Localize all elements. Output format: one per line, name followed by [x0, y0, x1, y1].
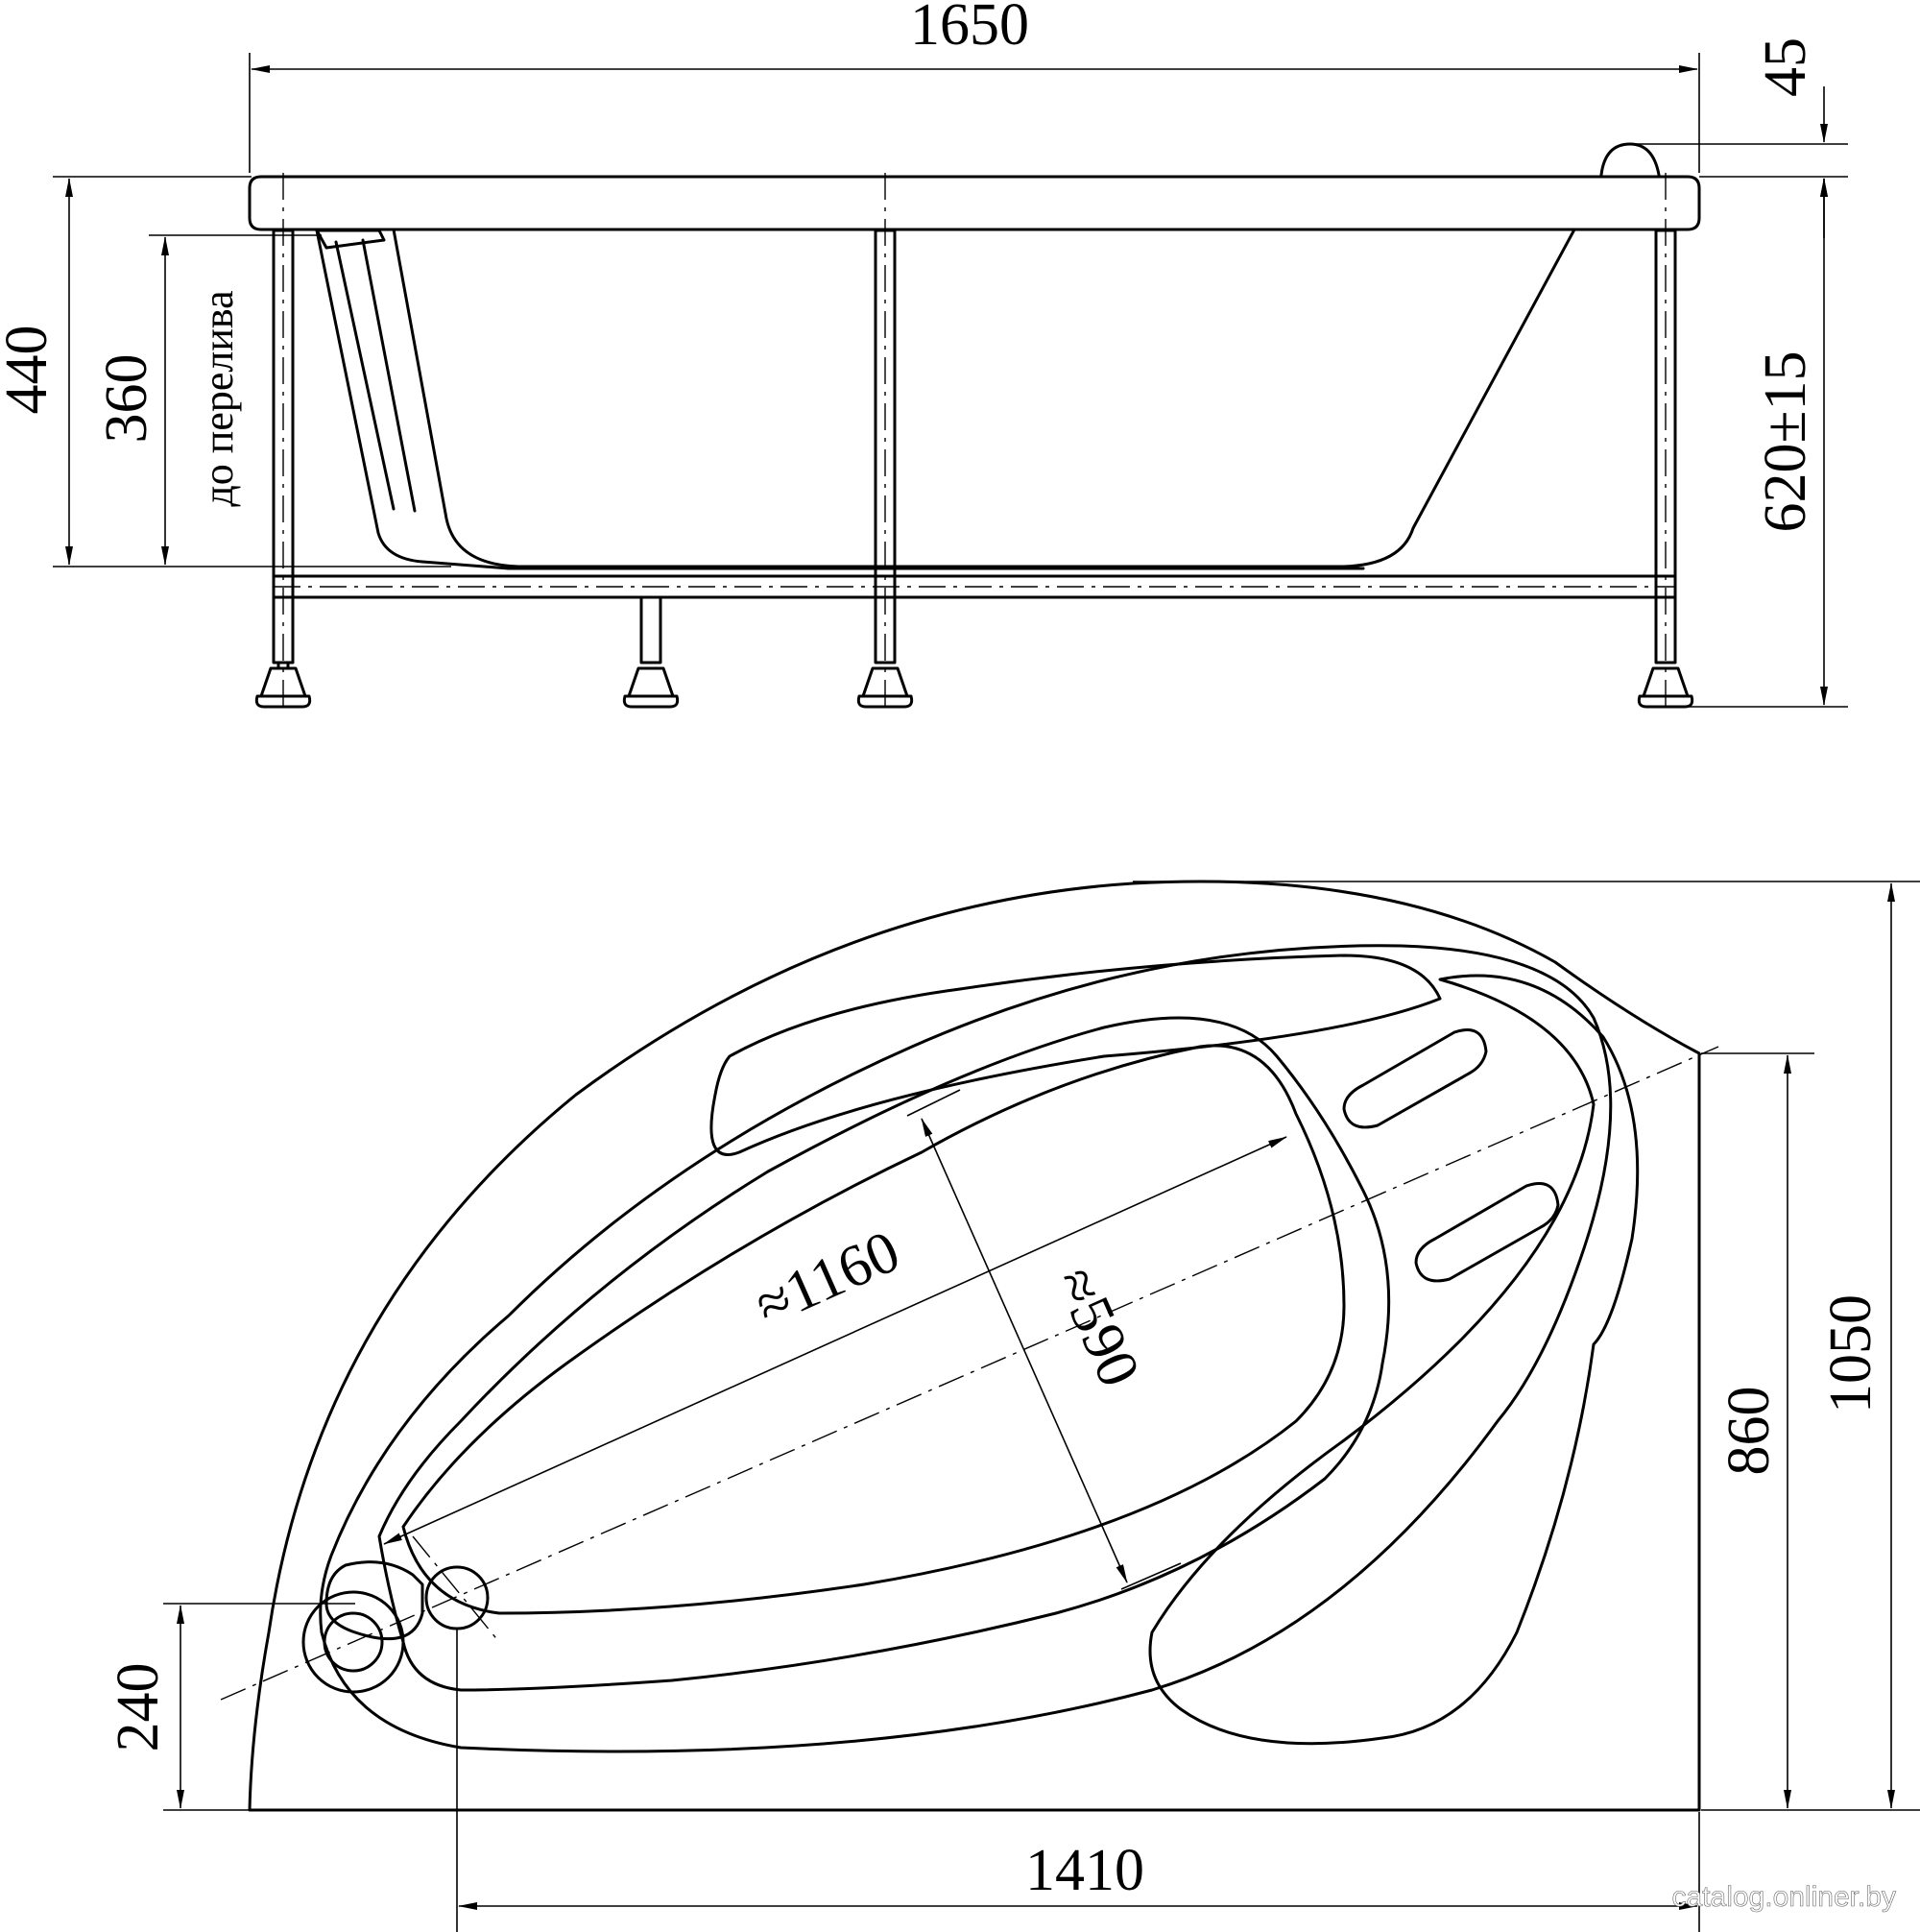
dim-label-360: 360	[94, 354, 159, 444]
grab-slot-2	[1414, 1182, 1560, 1283]
plan-centerline-long	[220, 1046, 1719, 1701]
dim-label-1160: ≈1160	[746, 1219, 909, 1339]
side-view: 1650 45 620±15 440 360 до перелива	[0, 0, 1848, 711]
plan-view: ≈1160 ≈590 1050 860 240 1410	[106, 880, 1920, 1932]
dim-label-860: 860	[1716, 1387, 1782, 1476]
dim-label-240: 240	[106, 1663, 171, 1752]
dim-label-45: 45	[1753, 37, 1818, 97]
plan-basin-contour	[377, 1016, 1391, 1692]
overflow-fitting	[315, 229, 386, 250]
dim-line-1160	[383, 1136, 1287, 1545]
tub-rim	[248, 175, 1701, 231]
headrest-bump	[1599, 142, 1661, 177]
plan-headrest	[1148, 974, 1640, 1746]
overflow-channel-inner	[334, 238, 417, 513]
dim-label-440: 440	[0, 326, 60, 415]
dim-label-590: ≈590	[1043, 1258, 1152, 1396]
plan-outer-contour	[248, 880, 1701, 1812]
grab-slot-1	[1342, 1028, 1488, 1129]
dim-line-590	[921, 1118, 1128, 1583]
dim-label-1050: 1050	[1818, 1294, 1884, 1413]
plan-centerline-short	[412, 1535, 500, 1643]
plan-rim-contour	[319, 944, 1613, 1753]
tub-body	[392, 228, 1576, 568]
watermark: catalog.onliner.by	[1672, 1881, 1897, 1913]
overflow-channel	[315, 229, 511, 570]
plan-armrest	[709, 954, 1442, 1156]
drain-icon	[301, 1560, 424, 1694]
plan-basin-bottom	[401, 1044, 1346, 1615]
overflow-note: до перелива	[195, 290, 242, 506]
dim-label-620: 620±15	[1753, 350, 1818, 532]
leg-2	[622, 595, 680, 709]
overflow-icon	[424, 1565, 490, 1630]
dim-label-1650: 1650	[910, 0, 1029, 58]
dim-label-1410: 1410	[1025, 1838, 1144, 1903]
